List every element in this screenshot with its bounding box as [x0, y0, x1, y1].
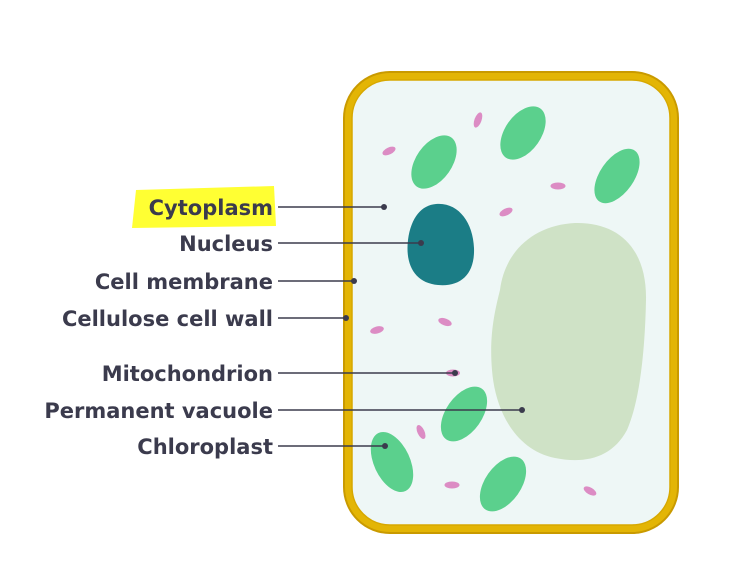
chloroplast-shape: [411, 135, 457, 189]
mitochondrion-shape: [550, 182, 566, 190]
cell-membrane-pointer-dot: [351, 278, 357, 284]
cellulose-cell-wall-pointer-dot: [343, 315, 349, 321]
chloroplast-shape: [594, 148, 640, 204]
mitochondrion-shape: [444, 481, 460, 489]
mitochondrion-shape: [382, 146, 396, 156]
mitochondrion-shape: [499, 207, 513, 217]
cytoplasm-label: Cytoplasm: [149, 196, 273, 220]
mitochondrion-shape: [438, 317, 452, 327]
cytoplasm-pointer-dot: [381, 204, 387, 210]
mitochondria: [370, 112, 597, 496]
mitochondrion-shape: [473, 112, 483, 128]
chloroplast-shape: [500, 106, 546, 160]
chloroplast-shape: [479, 456, 527, 512]
permanent-vacuole-label: Permanent vacuole: [44, 399, 273, 423]
permanent-vacuole-pointer-dot: [519, 407, 525, 413]
chloroplast-pointer-dot: [382, 443, 388, 449]
mitochondrion-shape: [416, 425, 426, 439]
plant-cell: [343, 71, 679, 534]
cell-membrane-label: Cell membrane: [95, 270, 273, 294]
chloroplast-shape: [370, 432, 414, 492]
cytoplasm-label-highlight: [132, 186, 276, 228]
mitochondrion-shape: [370, 326, 384, 334]
nucleus-label: Nucleus: [179, 232, 273, 256]
nucleus-pointer-dot: [418, 240, 424, 246]
chloroplasts: [370, 106, 640, 512]
mitochondrion-shape: [583, 486, 597, 496]
leader-lines: [278, 204, 525, 449]
mitochondrion-pointer-dot: [452, 370, 458, 376]
chloroplast-shape: [440, 386, 488, 442]
cellulose-cell-wall-label: Cellulose cell wall: [62, 307, 273, 331]
labels: Cytoplasm Nucleus Cell membrane Cellulos…: [44, 196, 273, 459]
chloroplast-label: Chloroplast: [137, 435, 273, 459]
permanent-vacuole-shape: [491, 222, 647, 461]
nucleus-shape: [407, 203, 475, 286]
mitochondrion-label: Mitochondrion: [102, 362, 273, 386]
